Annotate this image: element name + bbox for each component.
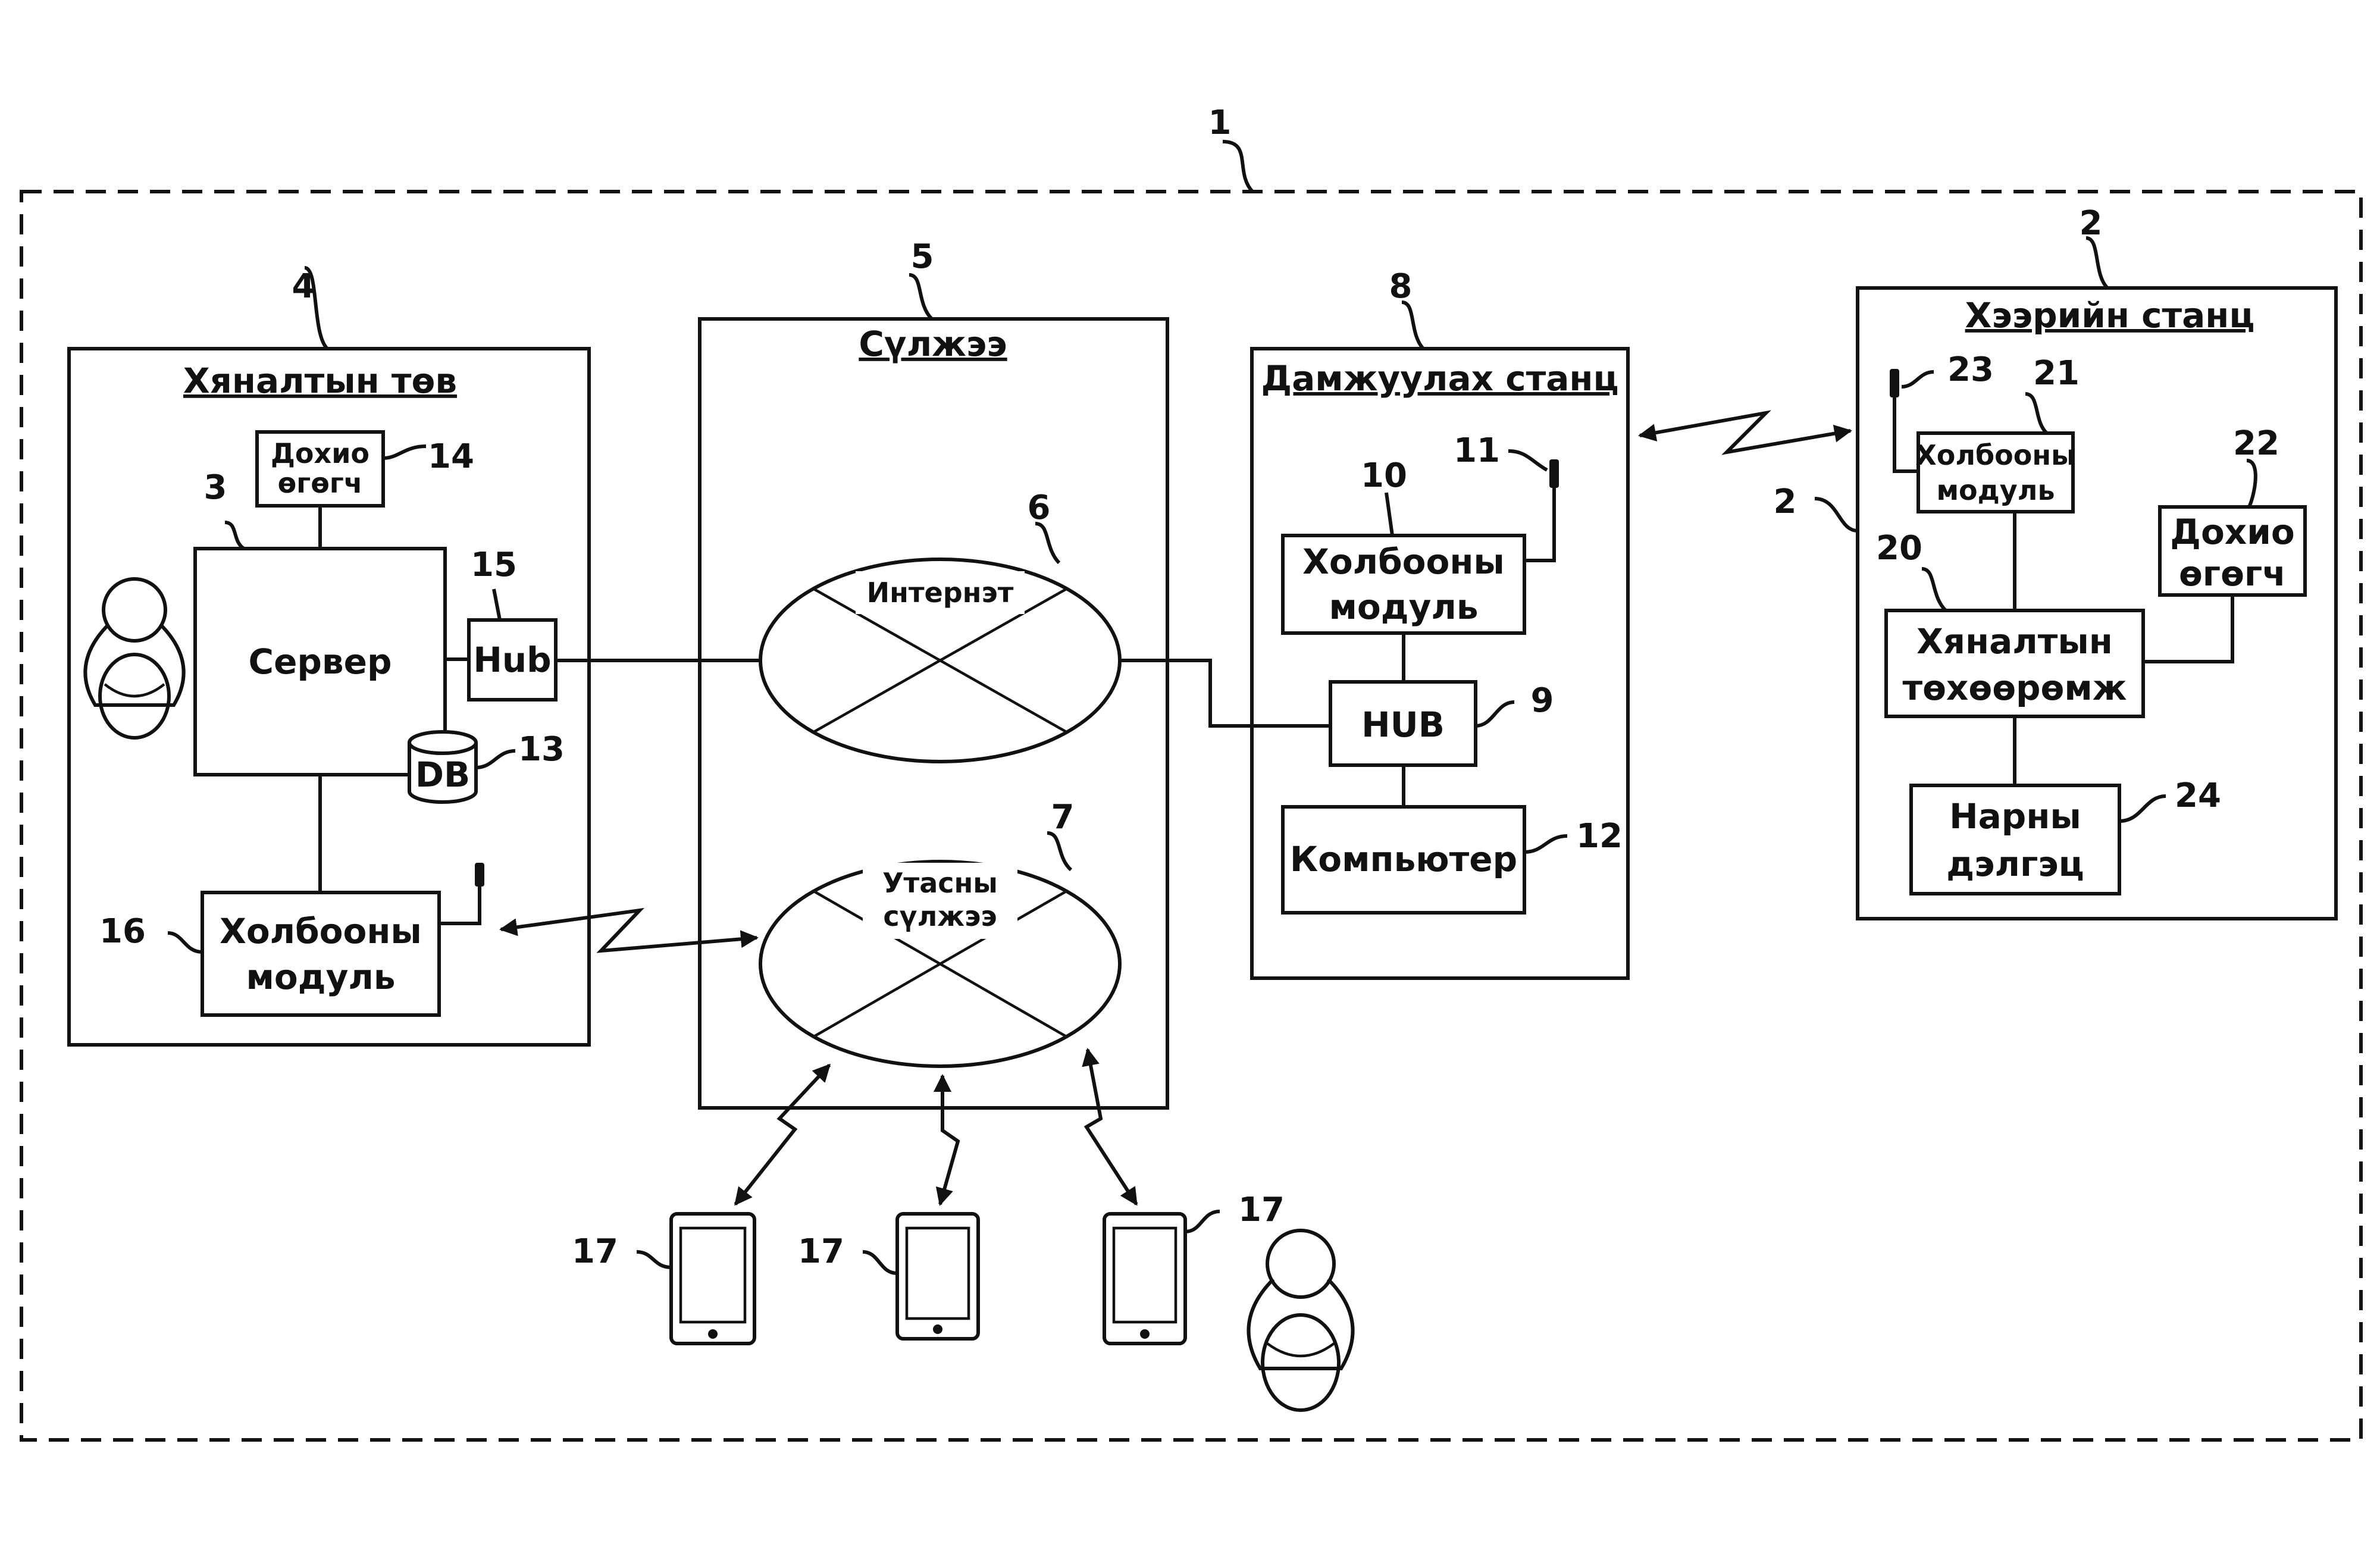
control-center-title: Хяналтын төв: [183, 361, 457, 401]
ref-relay-computer: 12: [1576, 817, 1623, 856]
ref-system: 1: [1208, 104, 1232, 142]
ref-fs-alarm: 22: [2233, 424, 2279, 463]
cc-hub: Hub 15: [445, 546, 558, 702]
mobile-device-a: 17: [572, 1212, 756, 1345]
cc-comm-line2: модуль: [246, 957, 395, 997]
cc-comm-module: Холбооны модуль 16: [99, 863, 484, 1017]
fs-solar-line1: Нарны: [1949, 796, 2081, 837]
ref-phone-network: 7: [1051, 798, 1075, 837]
wireless-link-phone-mobile-c: [1082, 1048, 1138, 1206]
link-fs-control-alarm: [2143, 595, 2234, 663]
phone-network-line2: сүлжээ: [883, 900, 997, 932]
ref-relay-comm: 10: [1361, 456, 1407, 495]
fs-alarm-unit: Дохио өгөгч 22: [2158, 424, 2307, 597]
fs-antenna-icon: [1890, 369, 1899, 397]
ref-network: 5: [911, 237, 934, 276]
ref-relay-station: 8: [1389, 267, 1413, 306]
cc-hub-label: Hub: [473, 640, 551, 680]
ref-cc-comm: 16: [99, 912, 146, 951]
database: DB 13: [408, 729, 565, 804]
server: Сервер 3: [193, 468, 447, 776]
mobile-user-person-icon: [1247, 1229, 1355, 1412]
fs-comm-line1: Холбооны: [1915, 439, 2075, 471]
internet-label: Интернэт: [867, 577, 1014, 609]
fs-solar-line2: дэлгэц: [1946, 844, 2084, 884]
relay-comm-line1: Холбооны: [1302, 541, 1505, 582]
cc-comm-line1: Холбооны: [220, 911, 422, 951]
ref-mobile-c: 17: [1238, 1191, 1285, 1229]
ref-server: 3: [204, 468, 227, 507]
ref-control-center: 4: [292, 267, 315, 306]
wireless-link-cc-phone: [499, 907, 759, 953]
ref-mobile-b: 17: [798, 1232, 844, 1271]
ref-fs-antenna: 23: [1947, 350, 1994, 389]
relay-station-title: Дамжуулах станц: [1261, 358, 1619, 399]
ref-field-station-inner: 2: [1774, 483, 1797, 521]
ref-db: 13: [518, 730, 565, 769]
cc-alarm-unit: Дохио өгөгч 14: [255, 430, 474, 508]
phone-network-node: Утасны сүлжээ 7: [759, 798, 1122, 1068]
field-station-title: Хээрийн станц: [1965, 295, 2255, 336]
ref-cc-alarm: 14: [428, 437, 474, 476]
network: Сүлжээ 5 Интернэт 6 Утасны сүлжээ 7: [698, 237, 1169, 1110]
control-center: Хяналтын төв 4 Дохио өгөгч 14 Сервер 3: [67, 266, 591, 1047]
operator-person-icon: [83, 577, 186, 740]
ref-relay-hub: 9: [1531, 681, 1554, 720]
system-boundary: 1: [20, 104, 2363, 1442]
ref-fs-control: 20: [1876, 529, 1922, 568]
field-station: Хээрийн станц 2 2 Холбооны модуль 23 21 …: [1774, 204, 2338, 920]
ref-internet: 6: [1028, 488, 1051, 527]
wireless-link-phone-mobile-a: [734, 1063, 831, 1206]
server-label: Сервер: [249, 641, 392, 682]
link-internet-relay-hub: [1120, 659, 1330, 728]
relay-comm-line2: модуль: [1329, 587, 1478, 627]
ref-fs-comm: 21: [2033, 354, 2080, 393]
phone-network-line1: Утасны: [882, 867, 998, 899]
wireless-link-phone-mobile-b: [934, 1074, 960, 1206]
fs-alarm-line2: өгөгч: [2179, 553, 2286, 594]
fs-comm-module: Холбооны модуль 23 21: [1890, 350, 2080, 513]
cc-antenna-icon: [475, 863, 484, 887]
ref-field-station: 2: [2080, 204, 2103, 243]
fs-solar-panel: Нарны дэлгэц 24: [1909, 776, 2221, 895]
ref-fs-solar: 24: [2175, 776, 2221, 815]
relay-station: Дамжуулах станц 8 Холбооны модуль 10 11 …: [1250, 267, 1630, 980]
fs-alarm-line1: Дохио: [2170, 512, 2294, 552]
db-label: DB: [415, 754, 470, 795]
ref-mobile-a: 17: [572, 1232, 618, 1271]
fs-control-line2: төхөөрөмж: [1902, 668, 2127, 708]
ref-relay-antenna: 11: [1454, 431, 1500, 470]
mobile-device-b: 17: [798, 1212, 980, 1341]
fs-control-device: Хяналтын төхөөрөмж 20: [1876, 529, 2145, 718]
relay-computer: Компьютер 12: [1281, 805, 1623, 915]
network-title: Сүлжээ: [859, 324, 1007, 364]
relay-antenna-icon: [1549, 459, 1559, 488]
relay-hub-label: HUB: [1361, 704, 1445, 745]
cc-alarm-line2: өгөгч: [278, 467, 363, 499]
wireless-link-relay-field: [1638, 410, 1852, 455]
ref-cc-hub: 15: [471, 546, 517, 584]
fs-control-line1: Хяналтын: [1916, 621, 2113, 662]
relay-computer-label: Компьютер: [1290, 839, 1517, 879]
mobile-device-c: 17: [1103, 1191, 1285, 1345]
cc-alarm-line1: Дохио: [271, 437, 369, 469]
fs-comm-line2: модуль: [1936, 474, 2055, 506]
relay-comm-module: Холбооны модуль 10 11: [1281, 431, 1559, 635]
